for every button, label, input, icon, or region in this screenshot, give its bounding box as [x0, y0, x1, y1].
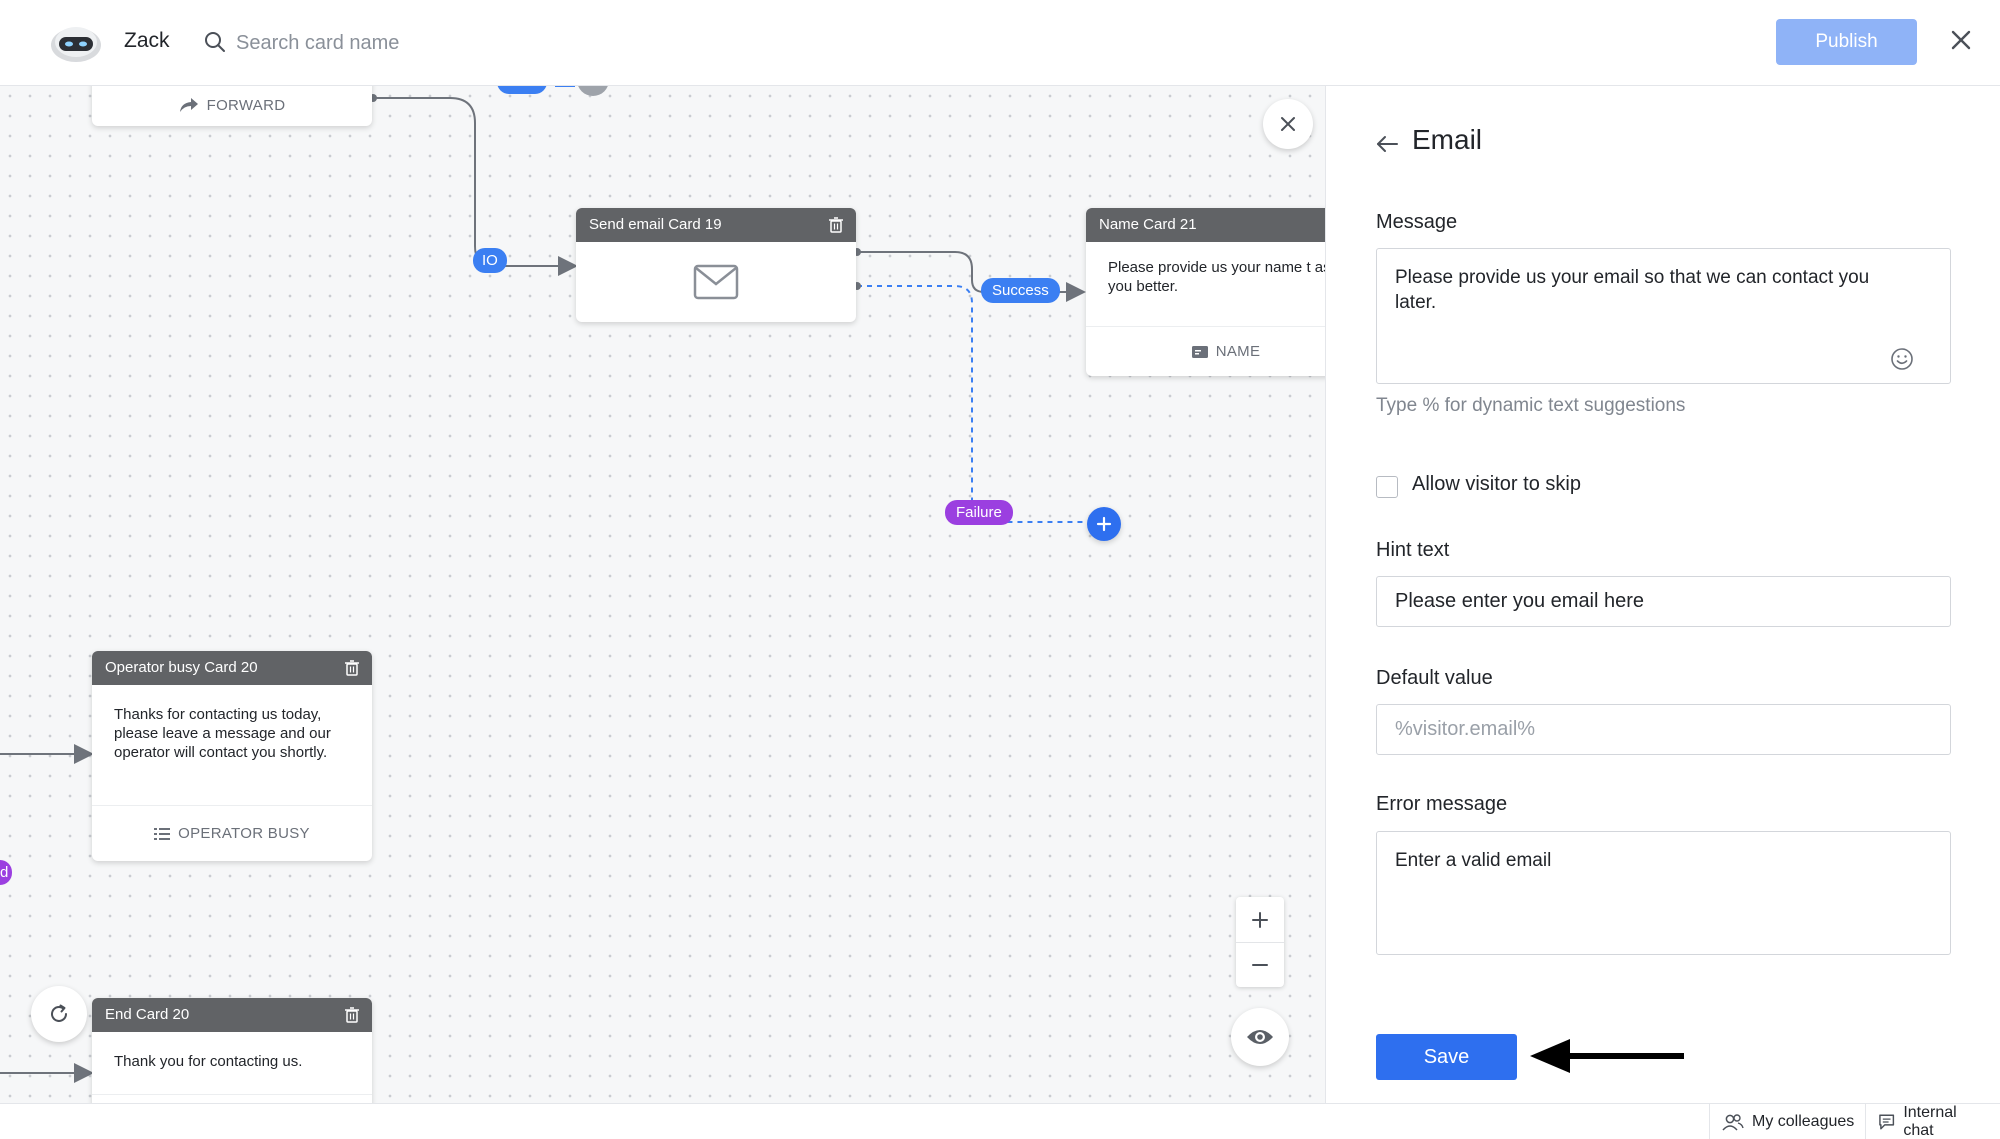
name-card-header: Name Card 21 — [1086, 208, 1325, 242]
name-card-label: NAME — [1215, 343, 1261, 360]
message-textarea[interactable]: Please provide us your email so that we … — [1376, 248, 1951, 384]
back-arrow-icon[interactable] — [1374, 131, 1400, 157]
default-value-input[interactable] — [1376, 704, 1951, 755]
zoom-controls — [1236, 897, 1284, 987]
internal-chat-button[interactable]: Internal chat — [1865, 1104, 2000, 1139]
operator-busy-card[interactable]: Operator busy Card 20 Thanks for contact… — [92, 651, 372, 861]
io-badge[interactable]: IO — [473, 248, 507, 273]
end-card-body: Thank you for contacting us. — [114, 1053, 303, 1070]
flow-edges — [0, 86, 1095, 1083]
forward-card-footer: FORWARD — [92, 86, 372, 126]
canvas-close-button[interactable] — [1263, 99, 1313, 149]
search-input[interactable] — [236, 26, 636, 60]
send-email-card-body — [576, 242, 856, 322]
end-card[interactable]: End Card 20 Thank you for contacting us. — [92, 998, 372, 1103]
panel-title: Email — [1412, 124, 1483, 155]
dynamic-text-hint: Type % for dynamic text suggestions — [1376, 395, 1686, 416]
publish-button[interactable]: Publish — [1776, 19, 1917, 65]
default-value-label: Default value — [1376, 667, 1493, 689]
trash-icon[interactable] — [828, 217, 844, 233]
end-card-header: End Card 20 — [92, 998, 372, 1032]
success-badge[interactable]: Success — [981, 278, 1060, 303]
name-card-footer: NAME — [1086, 326, 1325, 376]
chat-icon — [1879, 1114, 1895, 1130]
add-card-button[interactable] — [1087, 507, 1121, 541]
plus-icon — [1252, 911, 1268, 928]
close-icon — [1281, 117, 1295, 131]
operator-busy-card-label: OPERATOR BUSY — [178, 825, 310, 842]
trash-icon[interactable] — [344, 1007, 360, 1023]
save-button[interactable]: Save — [1376, 1034, 1517, 1080]
refresh-icon — [51, 1004, 67, 1022]
minus-icon — [1252, 964, 1268, 966]
hint-text-input[interactable] — [1376, 576, 1951, 627]
internal-chat-label: Internal chat — [1903, 1104, 1957, 1139]
trash-icon[interactable] — [344, 660, 360, 676]
allow-skip-label[interactable]: Allow visitor to skip — [1412, 473, 1581, 495]
error-message-textarea[interactable]: Enter a valid email — [1376, 831, 1951, 955]
allow-skip-checkbox[interactable] — [1376, 476, 1398, 498]
name-field-icon — [1191, 345, 1208, 358]
zoom-out-button[interactable] — [1236, 942, 1284, 987]
zoom-in-button[interactable] — [1236, 897, 1284, 942]
partial-edge-badge[interactable]: d — [0, 860, 13, 885]
my-colleagues-button[interactable]: My colleagues — [1709, 1104, 1866, 1139]
name-card[interactable]: Name Card 21 Please provide us your name… — [1086, 208, 1325, 376]
operator-busy-card-footer: OPERATOR BUSY — [92, 805, 372, 861]
card-settings-panel: Email Message Please provide us your ema… — [1325, 86, 2000, 1103]
forward-icon — [179, 98, 198, 112]
send-email-card[interactable]: Send email Card 19 — [576, 208, 856, 322]
list-icon — [154, 827, 171, 840]
close-icon[interactable] — [1948, 27, 1974, 53]
forward-card-label: FORWARD — [206, 96, 286, 114]
emoji-icon[interactable] — [1890, 347, 1914, 371]
forward-card[interactable]: FORWARD — [92, 86, 372, 126]
name-card-title: Name Card 21 — [1099, 216, 1197, 233]
envelope-icon — [693, 264, 739, 300]
operator-busy-card-body: Thanks for contacting us today, please l… — [114, 706, 331, 761]
preview-button[interactable] — [1231, 1008, 1289, 1066]
end-card-footer — [92, 1094, 372, 1095]
bottom-bar: My colleagues Internal chat — [0, 1103, 2000, 1139]
operator-busy-card-header: Operator busy Card 20 — [92, 651, 372, 685]
message-label: Message — [1376, 211, 1458, 233]
hint-text-label: Hint text — [1376, 539, 1450, 561]
send-email-card-header: Send email Card 19 — [576, 208, 856, 242]
colleagues-icon — [1722, 1114, 1744, 1131]
search-icon — [205, 32, 225, 52]
bot-avatar — [51, 27, 101, 62]
my-colleagues-label: My colleagues — [1752, 1113, 1855, 1130]
failure-badge[interactable]: Failure — [945, 500, 1013, 525]
flow-canvas[interactable]: FORWARD IO Send email Card 19 Success — [0, 86, 1325, 1103]
name-card-body: Please provide us your name t assist you… — [1108, 259, 1325, 295]
error-message-label: Error message — [1376, 793, 1508, 815]
annotation-arrow-icon — [1530, 1039, 1684, 1073]
plus-icon — [1096, 516, 1112, 532]
top-bar: Zack Publish — [0, 0, 2000, 86]
bot-name: Zack — [124, 29, 170, 52]
refresh-button[interactable] — [31, 986, 87, 1042]
eye-icon — [1247, 1030, 1273, 1044]
send-email-card-title: Send email Card 19 — [589, 216, 722, 233]
end-card-title: End Card 20 — [105, 1006, 190, 1023]
operator-busy-card-title: Operator busy Card 20 — [105, 659, 258, 676]
